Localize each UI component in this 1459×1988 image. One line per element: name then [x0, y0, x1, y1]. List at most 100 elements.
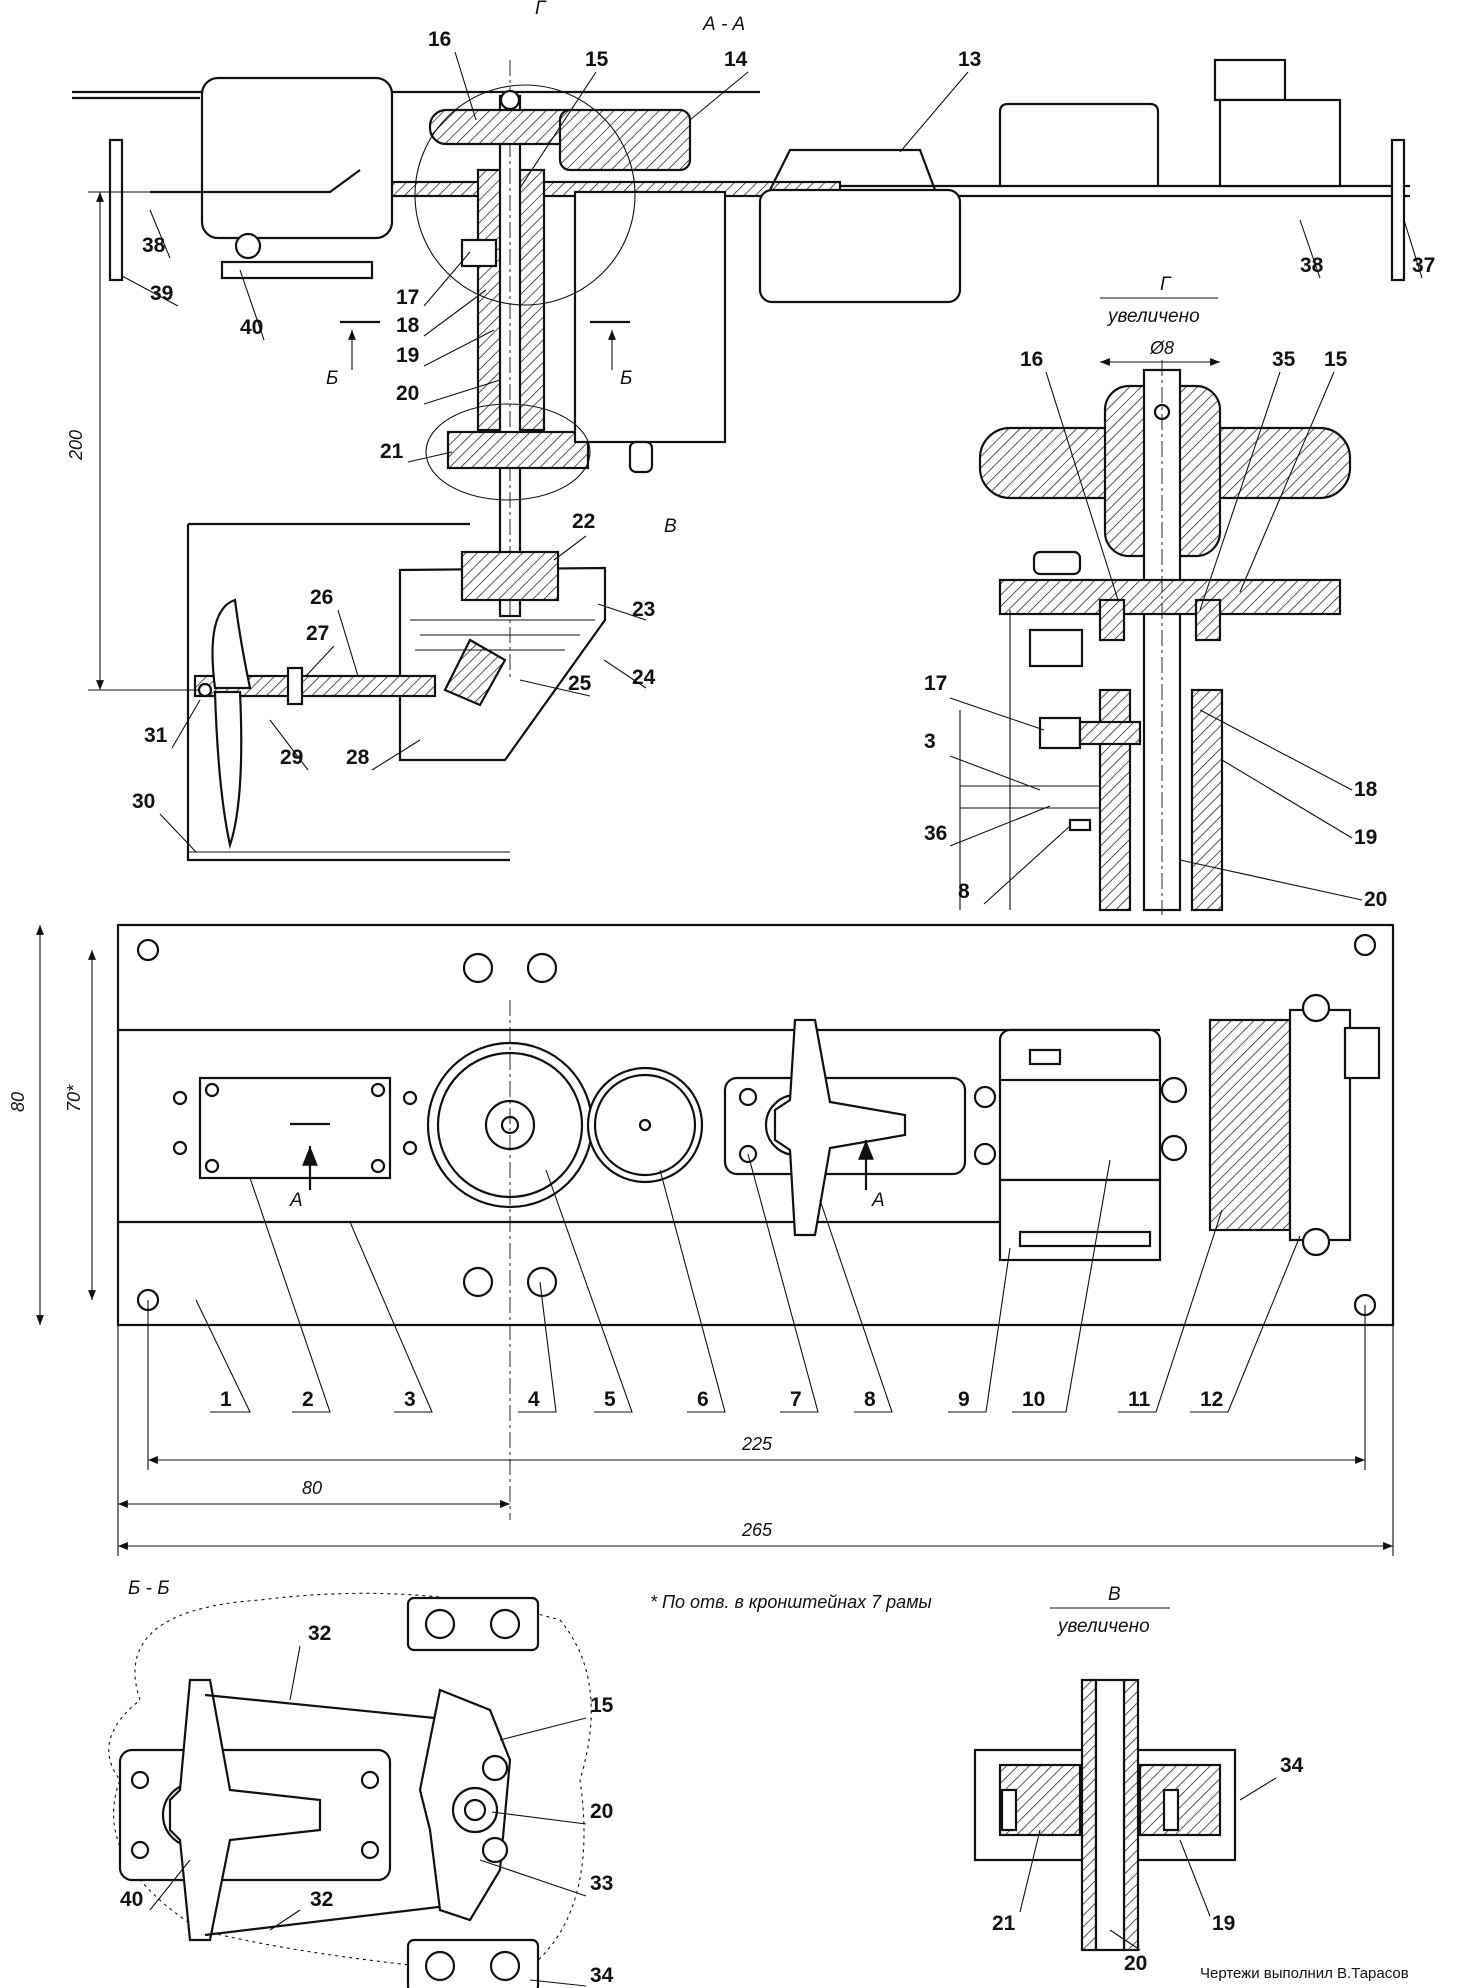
bearing-21 [446, 430, 590, 470]
dim-80-horizontal-label: 80 [302, 1478, 322, 1498]
detail-g-16: 16 [1020, 348, 1043, 371]
detail-g-35: 35 [1272, 348, 1296, 371]
dim-225-label: 225 [741, 1434, 773, 1454]
switch-block [1213, 58, 1287, 102]
detail-v: В увеличено 34 21 20 19 [973, 1584, 1304, 1975]
title-aa: А - А [702, 14, 745, 35]
bevel-gear-25 [443, 638, 507, 707]
detail-v-bearing-right [1138, 1763, 1222, 1837]
detail-g-15: 15 [1324, 348, 1348, 371]
switch-body [1218, 98, 1342, 188]
callout-30: 30 [132, 790, 155, 813]
plan-callout-8: 8 [864, 1388, 876, 1411]
tie-rod-32-bottom [204, 1903, 456, 1937]
v-callout-19: 19 [1212, 1912, 1235, 1935]
v-callout-34: 34 [1280, 1754, 1304, 1777]
plan-callout-2: 2 [302, 1388, 314, 1411]
bb-servo-horn [168, 1678, 322, 1942]
callout-37: 37 [1412, 254, 1435, 277]
plan-callout-7: 7 [790, 1388, 802, 1411]
detail-g-20: 20 [1364, 888, 1387, 911]
knob-11 [1208, 1018, 1292, 1232]
bb-callout-15: 15 [590, 1694, 614, 1717]
detail-v-letter: В [1108, 1584, 1121, 1605]
bb-callout-33: 33 [590, 1872, 613, 1895]
bracket-right [998, 102, 1160, 186]
plan-callout-3: 3 [404, 1388, 416, 1411]
bb-callout-34: 34 [590, 1964, 614, 1987]
v-callout-21: 21 [992, 1912, 1016, 1935]
bb-callout-32-top: 32 [308, 1622, 331, 1645]
detail-g-scale: увеличено [1106, 306, 1200, 327]
side-frame-left [108, 138, 124, 282]
gear-hub-14 [558, 108, 692, 172]
mark-b-left: Б [326, 368, 338, 389]
mark-b-right: Б [620, 368, 632, 389]
callout-19: 19 [396, 344, 419, 367]
hull-30 [186, 524, 510, 862]
elevation-view [72, 58, 1410, 862]
battery-10 [998, 1078, 1162, 1182]
callout-39: 39 [150, 282, 173, 305]
tie-rod-32-top [204, 1693, 456, 1722]
detail-g-tube-right [1190, 688, 1224, 912]
detail-v-shaft [1094, 1678, 1126, 1952]
elevation-callouts: 16 15 14 13 38 39 17 18 19 20 21 22 23 2… [66, 0, 1435, 853]
callout-24: 24 [632, 666, 656, 689]
plan-callout-9: 9 [958, 1388, 970, 1411]
plan-callout-10: 10 [1022, 1388, 1045, 1411]
propeller-blade-bottom [213, 690, 243, 850]
callout-26: 26 [310, 586, 333, 609]
plan-mark-a-right: А [871, 1190, 885, 1211]
motor-14 [573, 190, 727, 444]
callout-31: 31 [144, 724, 168, 747]
callout-13: 13 [958, 48, 981, 71]
module-2 [198, 1076, 392, 1180]
detail-g-diameter: Ø8 [1149, 338, 1174, 358]
prop-shaft-27 [193, 674, 437, 698]
callout-15: 15 [585, 48, 609, 71]
plan-callout-11: 11 [1128, 1388, 1151, 1411]
detail-g-17: 17 [924, 672, 947, 695]
footnote: * По отв. в кронштейнах 7 рамы [650, 1592, 932, 1612]
detail-circle-v [425, 403, 591, 501]
servo-arm-40 [220, 260, 374, 280]
servo-horn-8 [773, 1018, 907, 1237]
fitting-22 [460, 550, 560, 602]
detail-v-tube-right [1122, 1678, 1140, 1952]
plan-callout-12: 12 [1200, 1388, 1223, 1411]
mark-g: Г [535, 0, 547, 19]
plan-callout-5: 5 [604, 1388, 616, 1411]
callout-38-left: 38 [142, 234, 166, 257]
detail-g-18: 18 [1354, 778, 1378, 801]
detail-v-tube-left [1080, 1678, 1098, 1952]
gearbox-housing [398, 566, 607, 762]
callout-25: 25 [568, 672, 592, 695]
callout-27: 27 [306, 622, 329, 645]
plan-callout-6: 6 [697, 1388, 709, 1411]
detail-g-bearing-left [1098, 598, 1126, 642]
v-callout-20: 20 [1124, 1952, 1147, 1975]
detail-g-letter: Г [1160, 274, 1172, 295]
set-screw-17 [460, 238, 498, 268]
callout-20: 20 [396, 382, 419, 405]
section-bb: Б - Б 32 15 20 33 40 32 34 [108, 1578, 614, 1988]
detail-g-3: 3 [924, 730, 936, 753]
detail-g-plate [998, 578, 1342, 616]
dim-200-label: 200 [66, 430, 86, 461]
detail-g-8: 8 [958, 880, 970, 903]
bb-callout-40: 40 [120, 1888, 143, 1911]
callout-18: 18 [396, 314, 420, 337]
bb-callout-32-bottom: 32 [310, 1888, 333, 1911]
detail-v-scale: увеличено [1056, 1616, 1150, 1637]
dim-265-label: 265 [741, 1520, 773, 1540]
propeller-blade-top [211, 598, 252, 690]
detail-g-setscrew [1078, 720, 1142, 746]
detail-g-bearing-right [1194, 598, 1222, 642]
callout-16: 16 [428, 28, 451, 51]
connector-12 [1288, 1008, 1352, 1242]
mark-v: В [664, 516, 677, 537]
detail-circle-g [414, 84, 636, 306]
detail-g-19: 19 [1354, 826, 1377, 849]
